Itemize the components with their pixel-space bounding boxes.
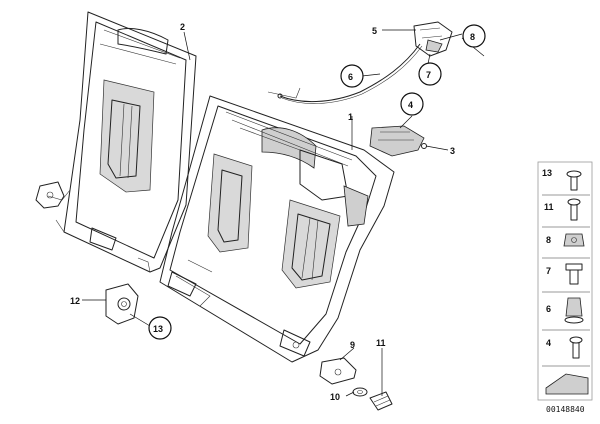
callout-5: 5	[372, 26, 377, 36]
bracket-part-12[interactable]	[105, 283, 139, 325]
screw-head-icon	[566, 170, 582, 178]
callout-6-circle: 6	[348, 72, 353, 82]
left-backrest-frame[interactable]	[35, 11, 197, 273]
callout-1: 1	[348, 112, 353, 122]
shim-wedge-icon	[545, 373, 589, 395]
legend-panel: 13 11 8 7 6	[537, 161, 593, 401]
screw-head-icon-small	[569, 336, 583, 344]
washer-part-10[interactable]	[352, 387, 368, 397]
legend-row-shim	[545, 373, 589, 395]
callout-9: 9	[350, 340, 355, 350]
legend-row-6[interactable]: 6	[542, 297, 590, 331]
callout-2: 2	[180, 22, 185, 32]
bolt-head-icon	[567, 198, 581, 206]
legend-label-8: 8	[546, 235, 551, 245]
callout-3: 3	[450, 146, 455, 156]
legend-label-11: 11	[544, 202, 554, 212]
stud-shank-icon	[569, 270, 579, 285]
callout-10: 10	[330, 392, 340, 402]
callout-leaders	[82, 29, 485, 397]
callout-8-circle: 8	[470, 32, 475, 42]
expanding-rivet-icon	[565, 297, 583, 317]
legend-row-11[interactable]: 11	[542, 198, 590, 228]
screw-shank-icon-small	[572, 343, 580, 359]
callout-4-circle: 4	[408, 100, 413, 110]
circled-callouts: 8 7 6 4 13	[148, 24, 486, 340]
legend-row-4[interactable]: 4	[542, 336, 590, 367]
hinge-part-9[interactable]	[319, 357, 357, 385]
stud-head-icon	[565, 263, 583, 271]
legend-row-13[interactable]: 13	[542, 168, 590, 196]
release-lever-part-5[interactable]	[413, 21, 453, 57]
right-backrest-frame[interactable]	[159, 87, 395, 363]
legend-label-6: 6	[546, 304, 551, 314]
callout-13-circle: 13	[153, 324, 163, 334]
callout-12: 12	[70, 296, 80, 306]
legend-row-7[interactable]: 7	[542, 263, 590, 293]
bolt-shank-icon	[570, 205, 578, 221]
document-number: 00148840	[546, 405, 585, 414]
callout-11: 11	[376, 338, 386, 348]
clip-nut-icon	[563, 233, 585, 247]
screw-shank-icon	[570, 177, 578, 191]
legend-label-4: 4	[546, 338, 551, 348]
cable-assembly[interactable]	[277, 43, 423, 104]
legend-label-7: 7	[546, 266, 551, 276]
legend-row-8[interactable]: 8	[542, 233, 590, 259]
callout-labels: 2 1 5 3 12 9 10 11	[70, 22, 455, 402]
release-handle-part-3[interactable]	[369, 125, 427, 157]
callout-7-circle: 7	[426, 70, 431, 80]
bolt-part-11[interactable]	[369, 391, 393, 411]
legend-label-13: 13	[542, 168, 552, 178]
